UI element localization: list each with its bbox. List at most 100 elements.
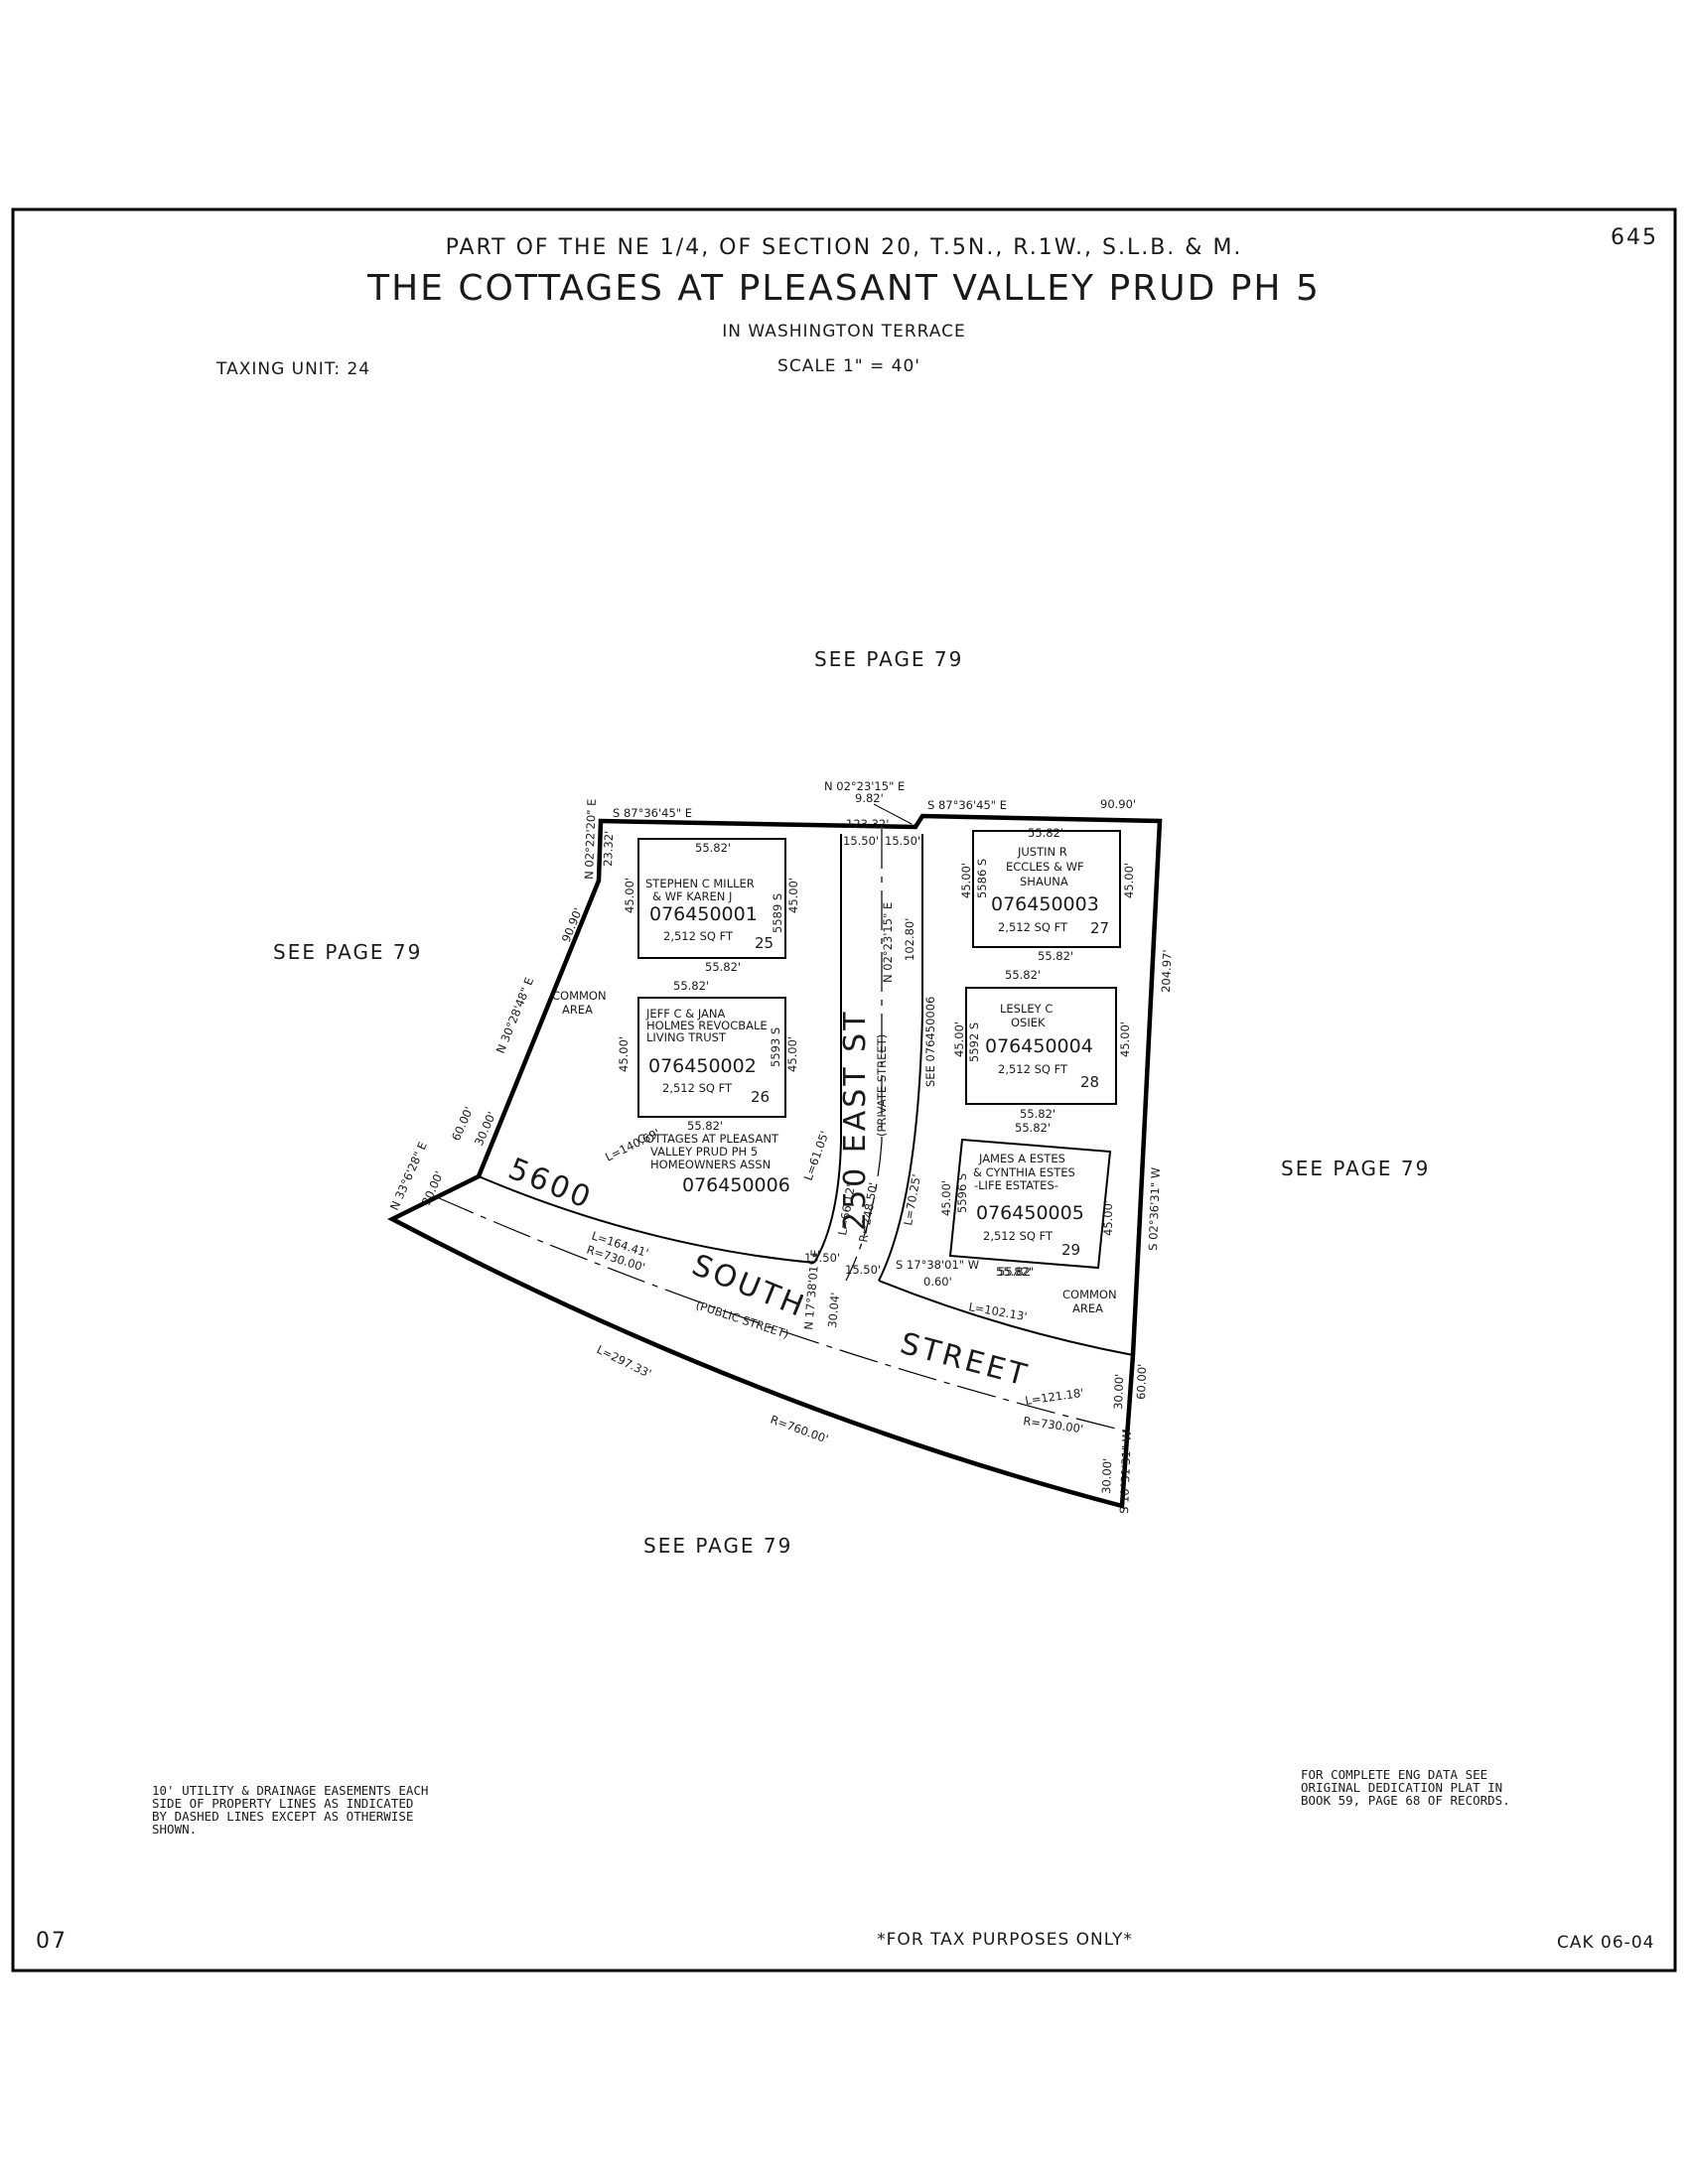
svg-text:LESLEY C: LESLEY C (1000, 1002, 1053, 1016)
subdivision-boundary (387, 813, 1163, 1509)
lot-25[interactable]: 55.82' STEPHEN C MILLER & WF KAREN J 076… (623, 841, 800, 974)
public-street-word-1: 5600 (503, 1152, 598, 1217)
svg-text:30.04': 30.04' (825, 1292, 842, 1328)
footer-left: 07 (36, 1929, 68, 1954)
svg-text:ORIGINAL DEDICATION PLAT IN: ORIGINAL DEDICATION PLAT IN (1301, 1780, 1502, 1795)
svg-text:COMMON: COMMON (1062, 1288, 1117, 1301)
svg-text:9.82': 9.82' (855, 791, 884, 805)
svg-text:SHAUNA: SHAUNA (1020, 875, 1068, 888)
svg-text:45.00': 45.00' (785, 1036, 799, 1072)
svg-text:COMMON: COMMON (552, 989, 607, 1003)
svg-text:JAMES A ESTES: JAMES A ESTES (978, 1152, 1065, 1165)
lot-27[interactable]: 55.82' JUSTIN R ECCLES & WF SHAUNA 07645… (959, 826, 1136, 963)
curve-dimensions: L=140.69' L=61.05' L=66.12' R=248.50' L=… (585, 1126, 1149, 1514)
lot-26-footprint (637, 997, 786, 1118)
svg-text:FOR COMPLETE ENG DATA SEE: FOR COMPLETE ENG DATA SEE (1301, 1767, 1487, 1782)
see-page-right: SEE PAGE 79 (1281, 1157, 1430, 1180)
svg-text:30.00': 30.00' (419, 1169, 446, 1208)
svg-text:AREA: AREA (562, 1003, 593, 1017)
common-area-east: COMMON AREA (1062, 1288, 1117, 1315)
svg-text:30.00': 30.00' (1111, 1374, 1126, 1411)
easement-note: 10' UTILITY & DRAINAGE EASEMENTS EACH SI… (152, 1783, 428, 1837)
svg-text:2,512 SQ FT: 2,512 SQ FT (663, 929, 734, 943)
svg-text:45.00': 45.00' (617, 1036, 631, 1072)
svg-text:VALLEY PRUD PH 5: VALLEY PRUD PH 5 (650, 1145, 758, 1159)
svg-text:0.60': 0.60' (923, 1275, 952, 1289)
see-page-top: SEE PAGE 79 (814, 647, 963, 671)
svg-text:123.32': 123.32' (846, 817, 889, 831)
svg-text:27: 27 (1090, 919, 1109, 937)
tax-purposes-note: *FOR TAX PURPOSES ONLY* (877, 1930, 1133, 1950)
svg-text:55.82': 55.82' (673, 979, 709, 993)
svg-text:L=102.13': L=102.13' (967, 1299, 1028, 1323)
svg-text:L=70.25': L=70.25' (901, 1173, 923, 1227)
common-area-west: COMMON AREA (552, 989, 607, 1017)
footer-right: CAK 06-04 (1557, 1933, 1654, 1953)
svg-text:55.82': 55.82' (1020, 1107, 1055, 1121)
svg-text:10' UTILITY & DRAINAGE EASEMEN: 10' UTILITY & DRAINAGE EASEMENTS EACH (152, 1783, 428, 1798)
lot-27-footprint (972, 830, 1121, 948)
svg-text:55.82': 55.82' (1028, 826, 1063, 840)
map-border (11, 207, 1677, 1973)
svg-text:N 02°23'15" E: N 02°23'15" E (881, 902, 895, 983)
plat-title: THE COTTAGES AT PLEASANT VALLEY PRUD PH … (366, 268, 1321, 309)
svg-text:45.00': 45.00' (1118, 1022, 1132, 1057)
lot-29[interactable]: 55.82' JAMES A ESTES & CYNTHIA ESTES -LI… (939, 1121, 1115, 1279)
svg-text:30.00': 30.00' (1099, 1458, 1114, 1495)
svg-text:90.90': 90.90' (1100, 797, 1136, 811)
street-north-edge-west (478, 1175, 815, 1264)
section-description: PART OF THE NE 1/4, OF SECTION 20, T.5N.… (446, 235, 1243, 260)
public-street-word-3: STREET (897, 1326, 1033, 1394)
svg-text:SIDE OF PROPERTY LINES AS INDI: SIDE OF PROPERTY LINES AS INDICATED (152, 1796, 413, 1811)
svg-text:L=61.05': L=61.05' (801, 1129, 832, 1182)
top-mid-leader (873, 803, 913, 825)
svg-text:29: 29 (1061, 1241, 1080, 1259)
svg-text:15.50': 15.50' (845, 1263, 881, 1277)
svg-text:2,512 SQ FT: 2,512 SQ FT (662, 1081, 733, 1095)
svg-text:55.82': 55.82' (1038, 949, 1073, 963)
svg-text:JEFF C & JANA: JEFF C & JANA (645, 1007, 726, 1021)
see-page-bottom: SEE PAGE 79 (643, 1534, 792, 1558)
svg-text:15.50': 15.50' (885, 834, 920, 848)
hoa-parcel[interactable]: COTTAGES AT PLEASANT VALLEY PRUD PH 5 HO… (637, 997, 937, 1196)
svg-text:2,512 SQ FT: 2,512 SQ FT (998, 920, 1068, 934)
svg-text:55.82': 55.82' (1015, 1121, 1051, 1135)
see-page-left: SEE PAGE 79 (273, 940, 422, 964)
svg-text:ECCLES & WF: ECCLES & WF (1006, 860, 1084, 874)
svg-text:076450004: 076450004 (985, 1035, 1093, 1057)
svg-text:STEPHEN C MILLER: STEPHEN C MILLER (645, 877, 755, 890)
svg-text:15.50': 15.50' (804, 1251, 840, 1265)
svg-text:45.00': 45.00' (952, 1022, 966, 1057)
svg-text:& WF KAREN J: & WF KAREN J (652, 889, 732, 903)
svg-text:S 87°36'45" E: S 87°36'45" E (613, 806, 692, 820)
lot-29-footprint (948, 1138, 1112, 1270)
street-centerline (436, 1196, 1129, 1433)
location-label: IN WASHINGTON TERRACE (722, 322, 965, 341)
lot-28[interactable]: 55.82' LESLEY C OSIEK 076450004 2,512 SQ… (952, 968, 1132, 1121)
svg-text:45.00': 45.00' (939, 1180, 953, 1216)
svg-text:45.00': 45.00' (623, 878, 636, 913)
private-street-centerline (845, 829, 883, 1282)
svg-text:-LIFE ESTATES-: -LIFE ESTATES- (974, 1178, 1058, 1192)
lot-26[interactable]: 55.82' JEFF C & JANA HOLMES REVOCBALE LI… (617, 979, 799, 1133)
svg-text:JUSTIN R: JUSTIN R (1017, 845, 1067, 859)
svg-text:R=760.00': R=760.00' (769, 1413, 830, 1446)
street-north-edge-east (878, 1280, 1134, 1356)
private-street-name: 250 EAST ST (838, 1009, 873, 1231)
svg-text:5589 S: 5589 S (771, 893, 784, 933)
taxing-unit: TAXING UNIT: 24 (215, 359, 370, 379)
svg-text:2,512 SQ FT: 2,512 SQ FT (998, 1062, 1068, 1076)
svg-text:5596 S: 5596 S (955, 1173, 969, 1213)
svg-text:55.82': 55.82' (687, 1119, 723, 1133)
svg-text:BOOK 59, PAGE 68 OF RECORDS.: BOOK 59, PAGE 68 OF RECORDS. (1301, 1793, 1510, 1808)
svg-text:55.82': 55.82' (998, 1265, 1034, 1279)
svg-text:23.32': 23.32' (601, 831, 616, 868)
lot-25-footprint (637, 838, 786, 959)
eng-data-note: FOR COMPLETE ENG DATA SEE ORIGINAL DEDIC… (1301, 1767, 1510, 1808)
svg-text:S 10°51'31" W: S 10°51'31" W (1117, 1431, 1134, 1515)
svg-text:076450002: 076450002 (648, 1055, 757, 1077)
svg-text:LIVING TRUST: LIVING TRUST (646, 1030, 727, 1044)
svg-text:SEE 076450006: SEE 076450006 (923, 997, 937, 1087)
svg-text:26: 26 (751, 1088, 770, 1106)
